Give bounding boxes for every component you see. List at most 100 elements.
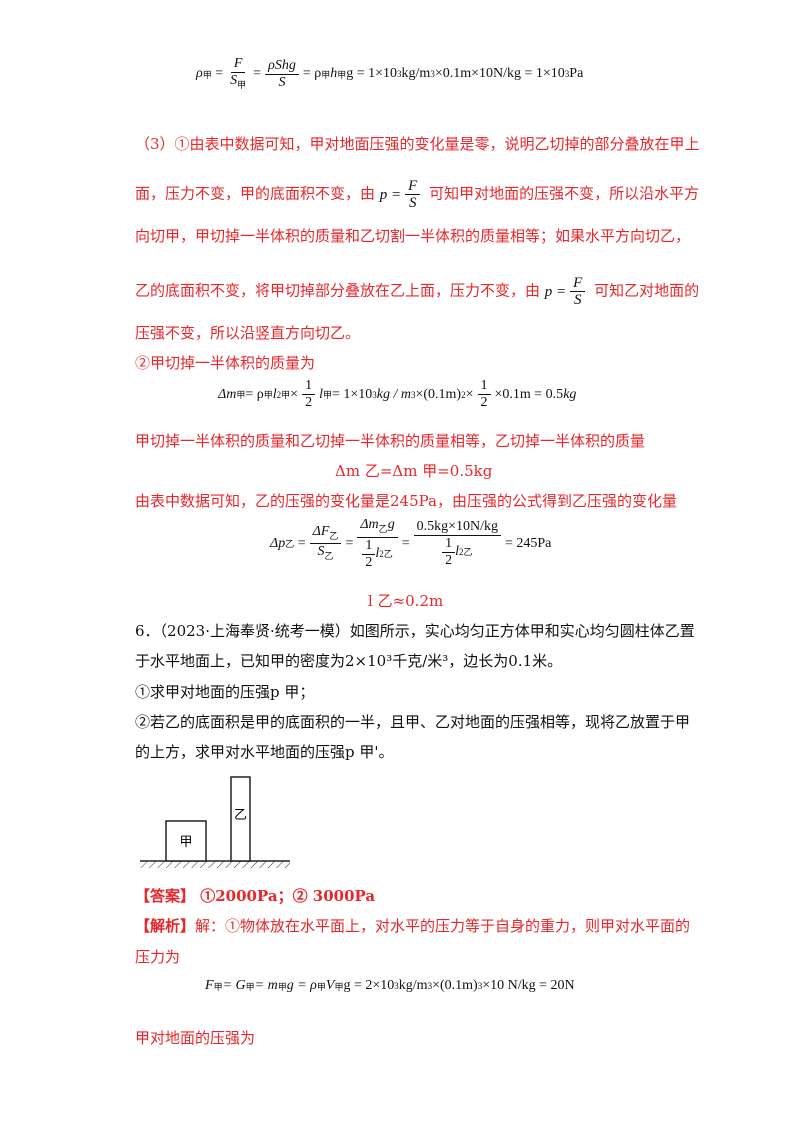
- para3-line2-b: 可知甲对地面的压强不变，所以沿水平方: [429, 184, 700, 203]
- eq-text: kg/m: [398, 978, 428, 993]
- eq-exponent: 3: [564, 69, 570, 80]
- eq-text: ×: [290, 386, 299, 402]
- fraction-numerator: 0.5kg×10N/kg: [413, 519, 501, 536]
- eq-symbol: p =: [379, 186, 402, 203]
- eq-text: g = 1×10: [346, 66, 398, 82]
- eq-subscript: 甲: [322, 390, 332, 400]
- fraction-numerator: F: [570, 275, 586, 292]
- fraction-denominator: S: [230, 73, 238, 88]
- eq-exponent: 3: [477, 981, 483, 991]
- eq-text: ×: [465, 386, 474, 402]
- para3-line4-a: 乙的底面积不变，将甲切掉部分叠放在乙上面，压力不变，由: [135, 281, 541, 300]
- fraction-numerator: 1: [362, 538, 376, 555]
- eq-symbol: p =: [544, 283, 567, 300]
- q6-line1: 6．（2023·上海奉贤·统考一模）如图所示，实心均匀正方体甲和实心均匀圆柱体乙…: [135, 622, 695, 640]
- eq-symbol: V: [325, 978, 335, 993]
- q6-line2: 于水平地面上，已知甲的密度为2×10³千克/米³，边长为0.1米。: [135, 652, 563, 670]
- fraction-denominator: S: [317, 544, 325, 560]
- para3-line2-a: 面，压力不变，甲的底面积不变，由: [135, 184, 376, 203]
- eq-text: ×(0.1m): [432, 978, 478, 993]
- eq-exponent: 3: [427, 981, 433, 991]
- fraction-numerator: ΔF: [312, 523, 330, 539]
- analysis-line3: 甲对地面的压强为: [135, 1029, 256, 1047]
- para-mid-line1: 甲切掉一半体积的质量和乙切掉一半体积的质量相等，乙切掉一半体积的质量: [135, 432, 646, 450]
- eq-symbol: Δm: [218, 386, 237, 402]
- eq-text: = 245Pa: [505, 535, 552, 551]
- fraction-numerator: Δm: [360, 517, 379, 532]
- ground-hatch: [140, 861, 290, 868]
- eq-symbol: ρ: [196, 66, 203, 82]
- eq-symbol: ρ: [268, 57, 275, 73]
- eq-exponent: 3: [372, 389, 377, 400]
- fraction-denominator: 2: [445, 552, 453, 568]
- block-jia: [165, 820, 207, 862]
- label-jia: 甲: [179, 835, 192, 850]
- q6-line3: ①求甲对地面的压强p 甲；: [135, 683, 315, 701]
- fraction-numerator: 1: [302, 378, 316, 395]
- eq-exponent: 3: [394, 981, 399, 991]
- para-mid-line3: 由表中数据可知，乙的压强的变化量是245Pa，由压强的公式得到乙压强的变化量: [135, 492, 677, 510]
- eq-text: ×(0.1m): [415, 386, 462, 402]
- eq-subscript: 甲: [263, 390, 273, 400]
- block-yi: [230, 776, 251, 862]
- analysis-line2: 压力为: [135, 948, 181, 966]
- eq-text: = ρ: [302, 66, 322, 82]
- eq-subscript: 甲: [316, 981, 326, 992]
- label-yi: 乙: [234, 808, 247, 823]
- fraction-numerator: F: [405, 178, 421, 195]
- para3-line1: （3）①由表中数据可知，甲对地面压强的变化量是零，说明乙切掉的部分叠放在甲上: [135, 135, 700, 153]
- eq-subscript: 甲: [281, 390, 291, 400]
- eq-exponent: 3: [397, 69, 402, 80]
- answer-tag: 【答案】: [135, 887, 196, 905]
- fraction-numerator: 1: [442, 536, 456, 553]
- eq-text: g = ρ: [286, 978, 317, 993]
- analysis-text: 解：①物体放在水平面上，对水平的压力等于自身的重力，则甲对水平面的: [195, 917, 691, 935]
- eq-symbol: F: [205, 978, 214, 993]
- eq-text: = 1×10: [331, 386, 373, 402]
- eq-symbol: S: [274, 57, 282, 73]
- eq-exponent: 2: [276, 389, 282, 400]
- fraction-denominator: 2: [305, 395, 313, 410]
- eq-text: kg: [563, 386, 577, 402]
- eq-text: ×0.1m×10N/kg = 1×10: [434, 66, 565, 82]
- eq-subscript: 甲: [237, 79, 247, 90]
- analysis-line1: 【解析】解：①物体放在水平面上，对水平的压力等于自身的重力，则甲对水平面的: [135, 915, 690, 937]
- para3-line6: ②甲切掉一半体积的质量为: [135, 354, 316, 372]
- eq-text: = G: [222, 978, 246, 993]
- fraction-denominator: S: [409, 195, 417, 211]
- eq-symbol: l: [375, 546, 380, 562]
- fraction-numerator: 1: [477, 378, 491, 395]
- para-mid-line4: l 乙≈0.2m: [368, 592, 444, 610]
- eq-text: kg/m: [401, 66, 431, 82]
- eq-subscript: 乙: [285, 539, 295, 550]
- q6-line4: ②若乙的底面积是甲的底面积的一半，且甲、乙对地面的压强相等，现将乙放置于甲: [135, 713, 691, 731]
- eq-symbol: g: [387, 517, 395, 532]
- q6-line5: 的上方，求甲对水平地面的压强p 甲'。: [135, 743, 394, 761]
- analysis-tag: 【解析】: [135, 917, 196, 935]
- fraction-denominator: 2: [480, 395, 488, 410]
- para3-line4-b: 可知乙对地面的: [594, 281, 700, 300]
- fraction-denominator: S: [574, 292, 582, 308]
- answer-line: 【答案】 ①2000Pa；② 3000Pa: [135, 885, 675, 907]
- eq-subscript: 甲: [202, 69, 212, 80]
- fraction-numerator: F: [230, 56, 246, 73]
- fraction-rho-s-h-g: ρShg S: [265, 58, 299, 91]
- eq-text: g = 2×10: [343, 978, 395, 993]
- fraction-denominator: 2: [365, 554, 373, 570]
- eq-text: = m: [254, 978, 278, 993]
- eq-exponent: 2: [461, 389, 466, 400]
- eq-symbol: Δp: [270, 535, 286, 551]
- eq-text: kg / m: [376, 386, 411, 402]
